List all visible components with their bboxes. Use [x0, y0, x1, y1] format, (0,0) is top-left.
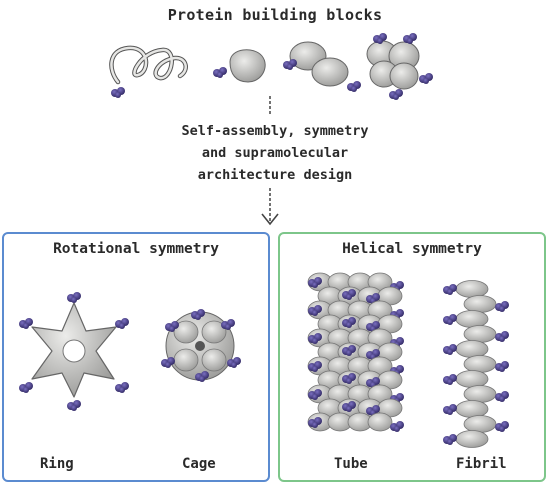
process-line: Self-assembly, symmetry — [181, 123, 369, 139]
multi-domain-block — [366, 33, 433, 100]
helical-symmetry-panel: Helical symmetry Tube Fibril — [278, 232, 546, 482]
cage-assembly — [161, 309, 241, 382]
fibril-assembly — [443, 280, 509, 448]
process-description: Self-assembly, symmetry and supramolecul… — [0, 120, 550, 186]
process-line: and supramolecular — [201, 145, 349, 161]
unfolded-chain — [109, 45, 188, 98]
single-domain-block — [213, 49, 266, 83]
tube-assembly — [307, 272, 404, 432]
ring-assembly — [19, 292, 129, 411]
panel-title: Rotational symmetry — [53, 241, 219, 257]
two-domain-block — [283, 41, 361, 92]
panel-title: Helical symmetry — [342, 241, 482, 257]
cage-label: Cage — [182, 456, 216, 472]
helical-art — [307, 272, 509, 448]
diagram-title: Protein building blocks — [167, 6, 383, 24]
rotational-art — [19, 292, 241, 411]
rotational-symmetry-panel: Rotational symmetry Ri — [2, 232, 270, 482]
ring-label: Ring — [40, 456, 74, 472]
fibril-label: Fibril — [456, 456, 507, 472]
tube-label: Tube — [334, 456, 368, 472]
process-line: architecture design — [197, 167, 353, 183]
assembly-arrow — [261, 96, 279, 226]
